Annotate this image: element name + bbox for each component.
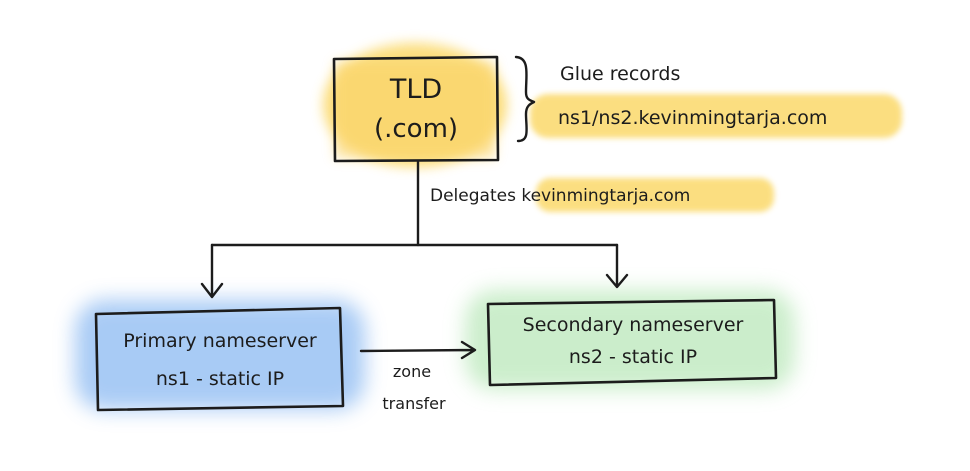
zone-transfer-arrow — [359, 340, 477, 360]
primary-nameserver-box — [94, 306, 345, 412]
glue-bracket — [514, 55, 536, 143]
secondary-wash — [465, 290, 795, 390]
secondary-nameserver-box — [486, 298, 778, 387]
tld-label: TLD — [389, 74, 442, 105]
glue-records-highlight — [530, 94, 902, 138]
zone-transfer-label-1: zone — [393, 362, 431, 381]
arrow-to-secondary — [605, 243, 629, 289]
delegation-highlight — [536, 178, 774, 212]
secondary-nameserver-detail: ns2 - static IP — [569, 346, 697, 368]
secondary-nameserver-title: Secondary nameserver — [523, 314, 744, 336]
tld-wash — [323, 43, 507, 167]
tld-domain: (.com) — [374, 114, 458, 144]
delegation-text: Delegates kevinmingtarja.com — [430, 186, 690, 206]
glue-records-value: ns1/ns2.kevinmingtarja.com — [558, 107, 827, 129]
tld-box — [332, 55, 500, 163]
primary-wash — [75, 300, 365, 410]
glue-records-label: Glue records — [560, 63, 680, 85]
primary-nameserver-detail: ns1 - static IP — [156, 368, 284, 390]
arrow-to-primary — [200, 243, 224, 299]
zone-transfer-label-2: transfer — [382, 394, 446, 413]
primary-nameserver-title: Primary nameserver — [123, 330, 317, 352]
